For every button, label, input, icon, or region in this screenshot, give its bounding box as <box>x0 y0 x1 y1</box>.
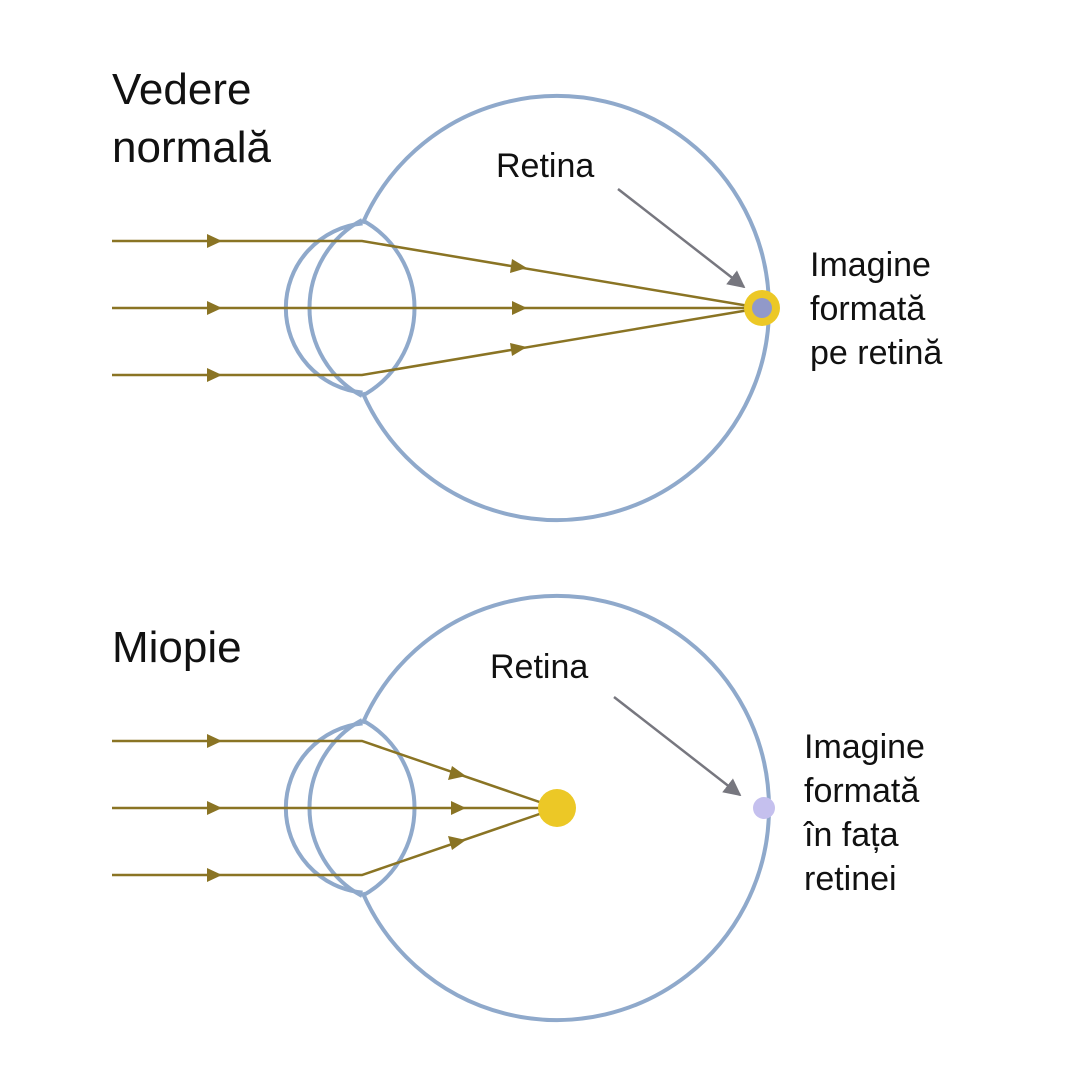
image-label-line-3: pe retină <box>810 334 942 372</box>
retina-pointer-arrow <box>613 696 742 797</box>
light-ray-top <box>112 739 558 810</box>
ray-arrowheads <box>207 234 527 382</box>
light-rays <box>112 739 558 877</box>
ray-arrowhead <box>207 368 222 382</box>
panel-title-line-1: Miopie <box>112 623 242 672</box>
image-label-line-2: formată <box>810 290 925 328</box>
focus-point <box>538 789 576 827</box>
retina-image-point <box>753 797 775 819</box>
ray-arrowhead <box>207 234 222 248</box>
ray-arrowhead <box>512 301 527 315</box>
light-ray-bottom <box>112 306 762 377</box>
ray-arrowhead <box>207 801 222 815</box>
light-ray-top <box>112 239 762 310</box>
panel-myopia: Miopie Retina Imagine formată în fața r <box>112 594 925 1022</box>
panel-title-line-2: normală <box>112 123 271 172</box>
image-label-line-3: în fața <box>803 816 899 854</box>
light-ray-bottom <box>112 806 558 877</box>
ray-arrowhead <box>510 343 527 356</box>
retina-pointer-arrow <box>617 188 746 289</box>
image-label-line-2: formată <box>804 772 919 810</box>
ray-arrowhead <box>207 868 222 882</box>
ray-arrowheads <box>207 734 466 882</box>
image-label-line-4: retinei <box>804 860 897 898</box>
retina-label: Retina <box>490 648 588 686</box>
panel-normal-vision: Vedere normală Retina Imagine formată p <box>112 65 942 522</box>
image-label-line-1: Imagine <box>810 246 931 284</box>
retina-label: Retina <box>496 147 594 185</box>
ray-arrowhead <box>207 734 222 748</box>
ray-arrowhead <box>451 801 466 815</box>
image-label-line-1: Imagine <box>804 728 925 766</box>
panel-title-line-1: Vedere <box>112 65 251 114</box>
ray-arrowhead <box>207 301 222 315</box>
ray-arrowhead <box>448 766 466 780</box>
retina-image-point <box>752 298 772 318</box>
ray-arrowhead <box>448 836 466 850</box>
ray-arrowhead <box>510 259 527 273</box>
